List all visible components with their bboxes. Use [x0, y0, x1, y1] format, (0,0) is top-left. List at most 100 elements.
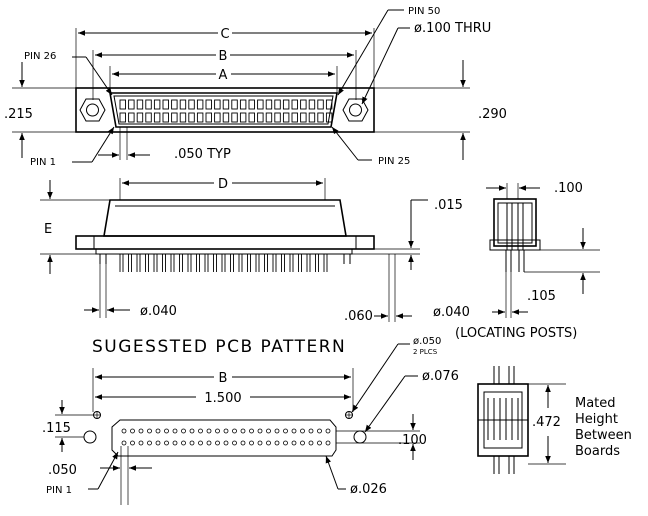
contact-top-row [257, 99, 264, 110]
dim-215-label: .215 [4, 107, 33, 122]
contact-top-row [153, 99, 161, 110]
dim-115-label: .115 [42, 421, 71, 436]
pin26-callout: PIN 26 [24, 51, 56, 62]
contact-top-row [239, 99, 247, 110]
contact-bottom-row [248, 112, 255, 123]
pcb-hole [198, 440, 203, 446]
pcb-hole-rows [121, 428, 331, 446]
pcb-hole [206, 428, 212, 434]
pcb-hole [308, 440, 314, 446]
pin50-callout: PIN 50 [408, 6, 440, 17]
contact-top-row [188, 99, 195, 110]
top-view: C B A .215 .290 PIN 50 ø.100 THRU PIN 26… [4, 6, 507, 168]
pcb-hole [189, 440, 195, 446]
contact-bottom-row [300, 112, 307, 123]
right-hex-nut [342, 98, 369, 122]
contact-bottom-row [128, 112, 135, 123]
d-shell-inner [113, 95, 334, 125]
locating-posts-label: (LOCATING POSTS) [455, 326, 577, 341]
contact-bottom-row [239, 112, 247, 123]
pcb-pattern: SUGESSTED PCB PATTERN B 1.500 .115 [42, 336, 459, 505]
pcb-hole [121, 428, 127, 434]
contact-top-row [196, 99, 204, 110]
dim-1500-label: 1.500 [204, 391, 241, 406]
pcb-hole [232, 440, 237, 446]
pcb-hole [138, 428, 144, 434]
pcb-hole [274, 440, 280, 446]
pcb-pattern-title: SUGESSTED PCB PATTERN [92, 337, 346, 357]
dim-100-side-label: .100 [554, 181, 583, 196]
contact-rows [119, 99, 333, 123]
pcb-hole [223, 428, 229, 434]
pcb-footprint-outline [111, 419, 337, 457]
pcb-hole [138, 440, 144, 446]
pcb-hole [130, 428, 135, 434]
contact-bottom-row [257, 112, 264, 123]
pcb-hole [300, 440, 305, 446]
pcb-hole [300, 428, 305, 434]
pin1-pcb-callout: PIN 1 [46, 485, 72, 496]
left-mount-hole [86, 103, 99, 117]
pcb-hole [317, 440, 322, 446]
hole-050-label: ø.050 [413, 336, 441, 347]
front-body-upper [103, 199, 347, 237]
right-mount-hole [349, 103, 362, 117]
pcb-hole [172, 428, 178, 434]
dim-e-label: E [44, 222, 52, 237]
contact-top-row [300, 99, 307, 110]
pcb-hole [257, 428, 263, 434]
pcb-hole [283, 440, 288, 446]
contact-bottom-row [205, 112, 212, 123]
dim-472-label: .472 [532, 415, 561, 430]
pcb-hole [249, 428, 254, 434]
contact-top-row [162, 99, 169, 110]
pcb-hole [181, 440, 186, 446]
contact-bottom-row [145, 112, 152, 123]
pcb-hole [147, 428, 152, 434]
contact-top-row [291, 99, 298, 110]
contact-top-row [317, 99, 324, 110]
pcb-hole [155, 440, 161, 446]
contact-bottom-row [325, 112, 333, 123]
mated-line2: Height [575, 412, 618, 427]
pcb-hole [198, 428, 203, 434]
pcb-hole [291, 440, 297, 446]
dim-b-top-label: B [219, 49, 228, 64]
left-hex-nut [79, 98, 106, 122]
contact-top-row [248, 99, 255, 110]
pcb-hole [232, 428, 237, 434]
pcb-hole [283, 428, 288, 434]
mated-line1: Mated [575, 396, 616, 411]
contact-top-row [308, 99, 316, 110]
dim-060-label: .060 [344, 309, 373, 324]
front-view: D E ø.040 .015 [40, 177, 463, 324]
contact-top-row [231, 99, 238, 110]
pcb-hole [274, 428, 280, 434]
contact-top-row [128, 99, 135, 110]
pcb-hole [325, 440, 331, 446]
pcb-hole [172, 440, 178, 446]
pin-dia-label: ø.040 [140, 304, 177, 319]
contact-top-row [136, 99, 144, 110]
contact-top-row [325, 99, 333, 110]
hole-026-label: ø.026 [350, 482, 387, 497]
pcb-post-hole-right [353, 430, 367, 444]
front-pin-row [119, 254, 328, 272]
contact-top-row [179, 99, 187, 110]
dim-100-pcb-label: .100 [398, 433, 427, 448]
pcb-hole [257, 440, 263, 446]
contact-bottom-row [265, 112, 273, 123]
contact-top-row [265, 99, 273, 110]
pcb-hole [249, 440, 254, 446]
pcb-post-hole-left [83, 430, 97, 444]
pcb-hole [155, 428, 161, 434]
dim-290-label: .290 [478, 107, 507, 122]
mated-view: .472 Mated Height Between Boards [477, 366, 632, 474]
hole-050-qty-label: 2 PLCS [413, 348, 438, 356]
contact-top-row [145, 99, 152, 110]
contact-top-row [205, 99, 212, 110]
contact-bottom-row [188, 112, 195, 123]
dim-c-label: C [220, 27, 229, 42]
pcb-hole [206, 440, 212, 446]
